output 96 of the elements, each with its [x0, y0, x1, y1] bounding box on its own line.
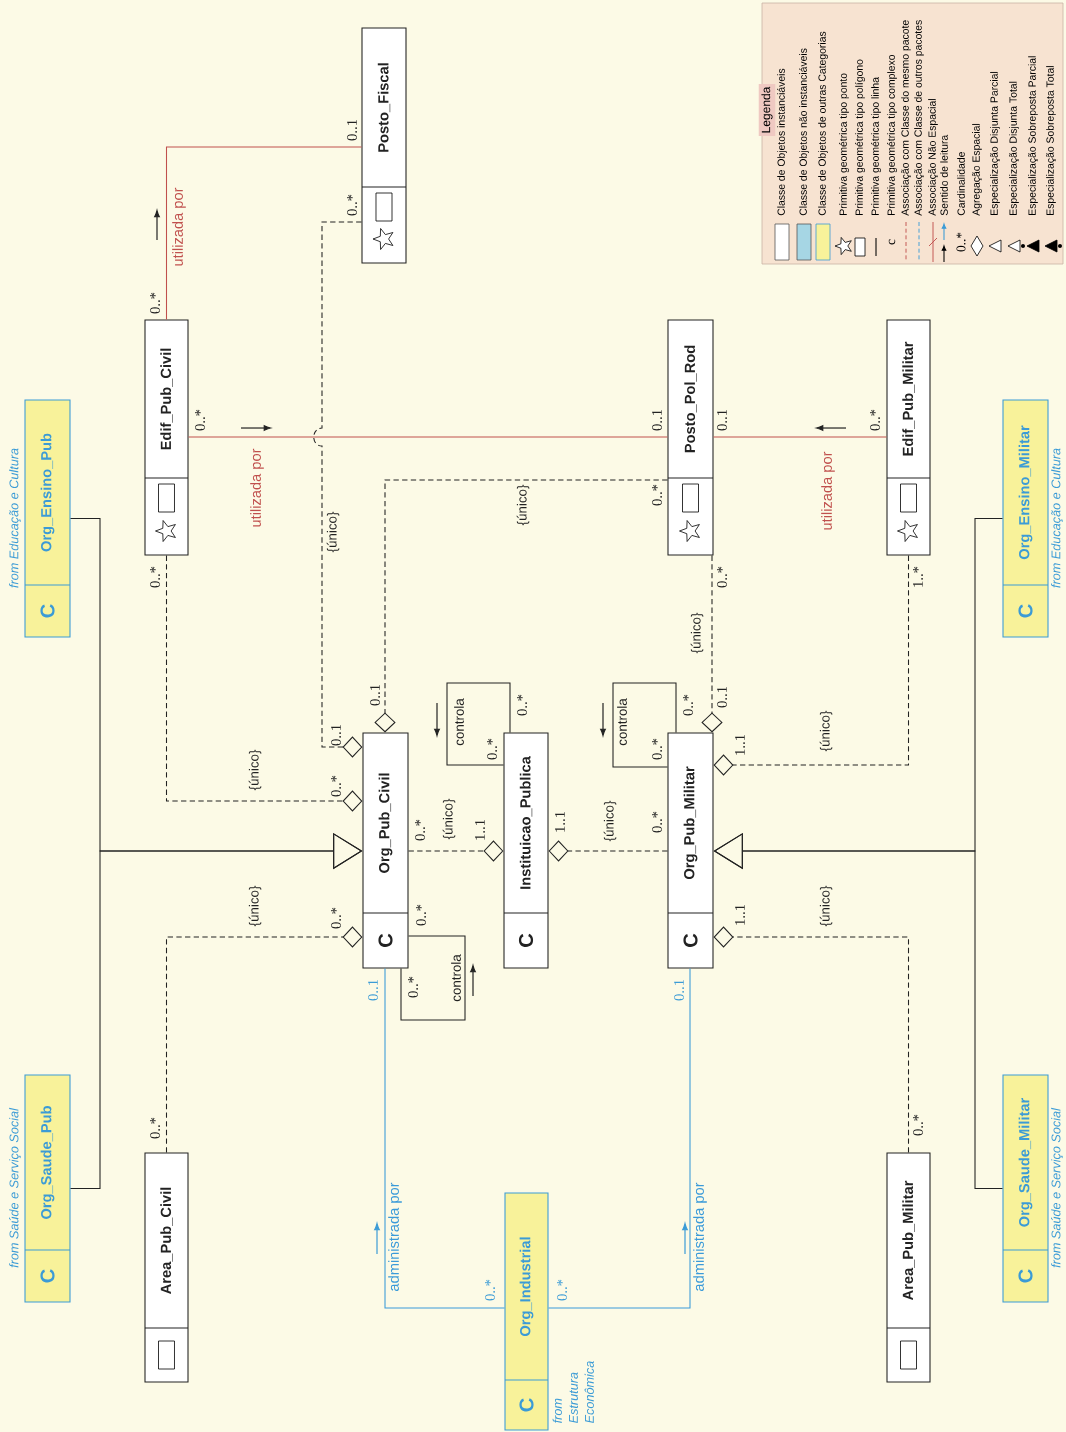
multiplicity: 1..1 — [475, 819, 485, 840]
multiplicity: 0..* — [416, 904, 426, 926]
multiplicity: 1..1 — [735, 734, 745, 755]
class-box: Org_Pub_Civil C — [362, 732, 409, 969]
connector — [548, 968, 691, 1309]
connector — [384, 968, 505, 1309]
legend-text: Especialização Disjunta Total — [1009, 81, 1019, 215]
multiplicity: 0..1 — [652, 409, 662, 431]
edge-label: {único} — [247, 884, 263, 928]
legend-text: Classe de Objetos não instanciáveis — [799, 48, 809, 216]
legend-text: Associação com Classe do mesmo pacote — [901, 20, 911, 216]
legend-text: Classe de Objetos de outras Categorias — [818, 31, 828, 216]
edge-label: {único} — [818, 709, 834, 753]
connector — [612, 682, 677, 768]
multiplicity: 0..* — [683, 694, 693, 716]
package-note: from Educação e Cultura — [9, 448, 21, 588]
edge-label: {único} — [515, 483, 531, 527]
legend-text: Primitiva geométrica tipo ponto — [839, 73, 849, 215]
legend-text: Primitiva geométrica tipo complexo — [887, 54, 897, 215]
connector — [408, 840, 504, 862]
multiplicity: 0..1 — [368, 979, 378, 1001]
class-box: Org_Industrial C — [504, 1192, 549, 1431]
connector — [165, 146, 362, 320]
multiplicity: 0..* — [557, 1279, 567, 1301]
multiplicity: 0..1 — [674, 979, 684, 1001]
legend-text: Especialização Sobreposta Parcial — [1028, 56, 1038, 215]
edge-label: {único} — [325, 510, 341, 554]
legend-text: Primitiva geométrica tipo linha — [871, 77, 881, 215]
multiplicity: 0..* — [652, 484, 662, 506]
class-box: Instituicao_Publica C — [503, 732, 549, 969]
legend-text: Especialização Sobreposta Total — [1046, 66, 1056, 215]
connector — [165, 926, 363, 1153]
connector — [713, 436, 887, 438]
multiplicity: 1..1 — [735, 904, 745, 925]
connector — [446, 682, 511, 766]
multiplicity: 0..* — [347, 194, 357, 216]
multiplicity: 0..1 — [717, 409, 727, 431]
multiplicity: 0..* — [150, 1117, 160, 1139]
multiplicity: 0..* — [913, 1114, 923, 1136]
class-box: Area_Pub_Militar — [886, 1152, 931, 1383]
edge-label: {único} — [247, 748, 263, 792]
multiplicity: 0..* — [487, 738, 497, 760]
package-note: from Saúde e Serviço Social — [9, 1107, 21, 1268]
multiplicity: 0..* — [652, 738, 662, 760]
edge-label: {único} — [689, 611, 705, 655]
legend-text: Primitiva geométrica tipo polígono — [855, 59, 865, 215]
package-note: from Saúde e Serviço Social — [1051, 1107, 1063, 1268]
edge-label: {único} — [818, 884, 834, 928]
connector — [313, 221, 363, 758]
legend-text: Cardinalidade — [957, 152, 965, 216]
class-box: Posto_Fiscal — [361, 27, 407, 264]
class-box: Edif_Pub_Civil — [144, 319, 189, 556]
multiplicity: 0..* — [517, 694, 527, 716]
connector — [188, 436, 668, 438]
package-note: from Estrutura Econômica — [552, 1361, 594, 1423]
multiplicity: 0..* — [195, 409, 205, 431]
class-box: Area_Pub_Civil — [144, 1152, 189, 1383]
connector — [400, 935, 466, 1021]
multiplicity: 0..1 — [717, 686, 727, 708]
package-note: from Educação e Cultura — [1051, 448, 1063, 588]
multiplicity: 0..1 — [370, 684, 380, 706]
multiplicity: 0..* — [717, 566, 727, 588]
multiplicity: 0..* — [408, 976, 418, 998]
edge-label: {único} — [441, 797, 457, 841]
legend-text: Classe de Objetos instanciáveis — [777, 68, 787, 216]
connector — [165, 555, 363, 812]
class-box: Org_Pub_Militar C — [667, 732, 714, 969]
connector — [713, 555, 910, 776]
multiplicity: 0..* — [415, 819, 425, 841]
legend-text: Associação Não Espacial — [928, 99, 938, 216]
class-box: Edif_Pub_Militar — [886, 319, 931, 556]
edge-label: {único} — [602, 799, 618, 843]
multiplicity: 0..* — [331, 775, 341, 797]
class-box: Posto_Pol_Rod — [667, 319, 714, 556]
legend-text: Associação com Classe de outros pacotes — [914, 20, 924, 216]
multiplicity: 0..* — [150, 566, 160, 588]
legend-text: Especialização Disjunta Parcial — [990, 71, 1000, 215]
class-box: Org_Saude_Militar C — [1002, 1074, 1049, 1303]
multiplicity: 1..* — [913, 566, 923, 587]
connector — [701, 555, 723, 733]
multiplicity: 0..* — [150, 292, 160, 314]
legend-text: Sentido de leitura — [940, 134, 948, 216]
connector — [374, 479, 668, 733]
class-box: Org_Ensino_Militar C — [1002, 399, 1049, 638]
connector — [713, 926, 910, 1153]
multiplicity: 0..* — [331, 907, 341, 929]
multiplicity: 0..* — [870, 409, 880, 431]
connector — [548, 840, 668, 862]
legend-symbol: 0..* — [956, 232, 966, 252]
multiplicity: 0..1 — [347, 119, 357, 141]
legend-symbol: c — [888, 239, 896, 245]
class-box: Org_Ensino_Pub C — [24, 399, 71, 638]
class-box: Org_Saude_Pub C — [24, 1074, 71, 1303]
multiplicity: 0..* — [485, 1279, 495, 1301]
multiplicity: 0..1 — [331, 724, 341, 746]
legend-text: Agregação Espacial — [972, 123, 982, 216]
